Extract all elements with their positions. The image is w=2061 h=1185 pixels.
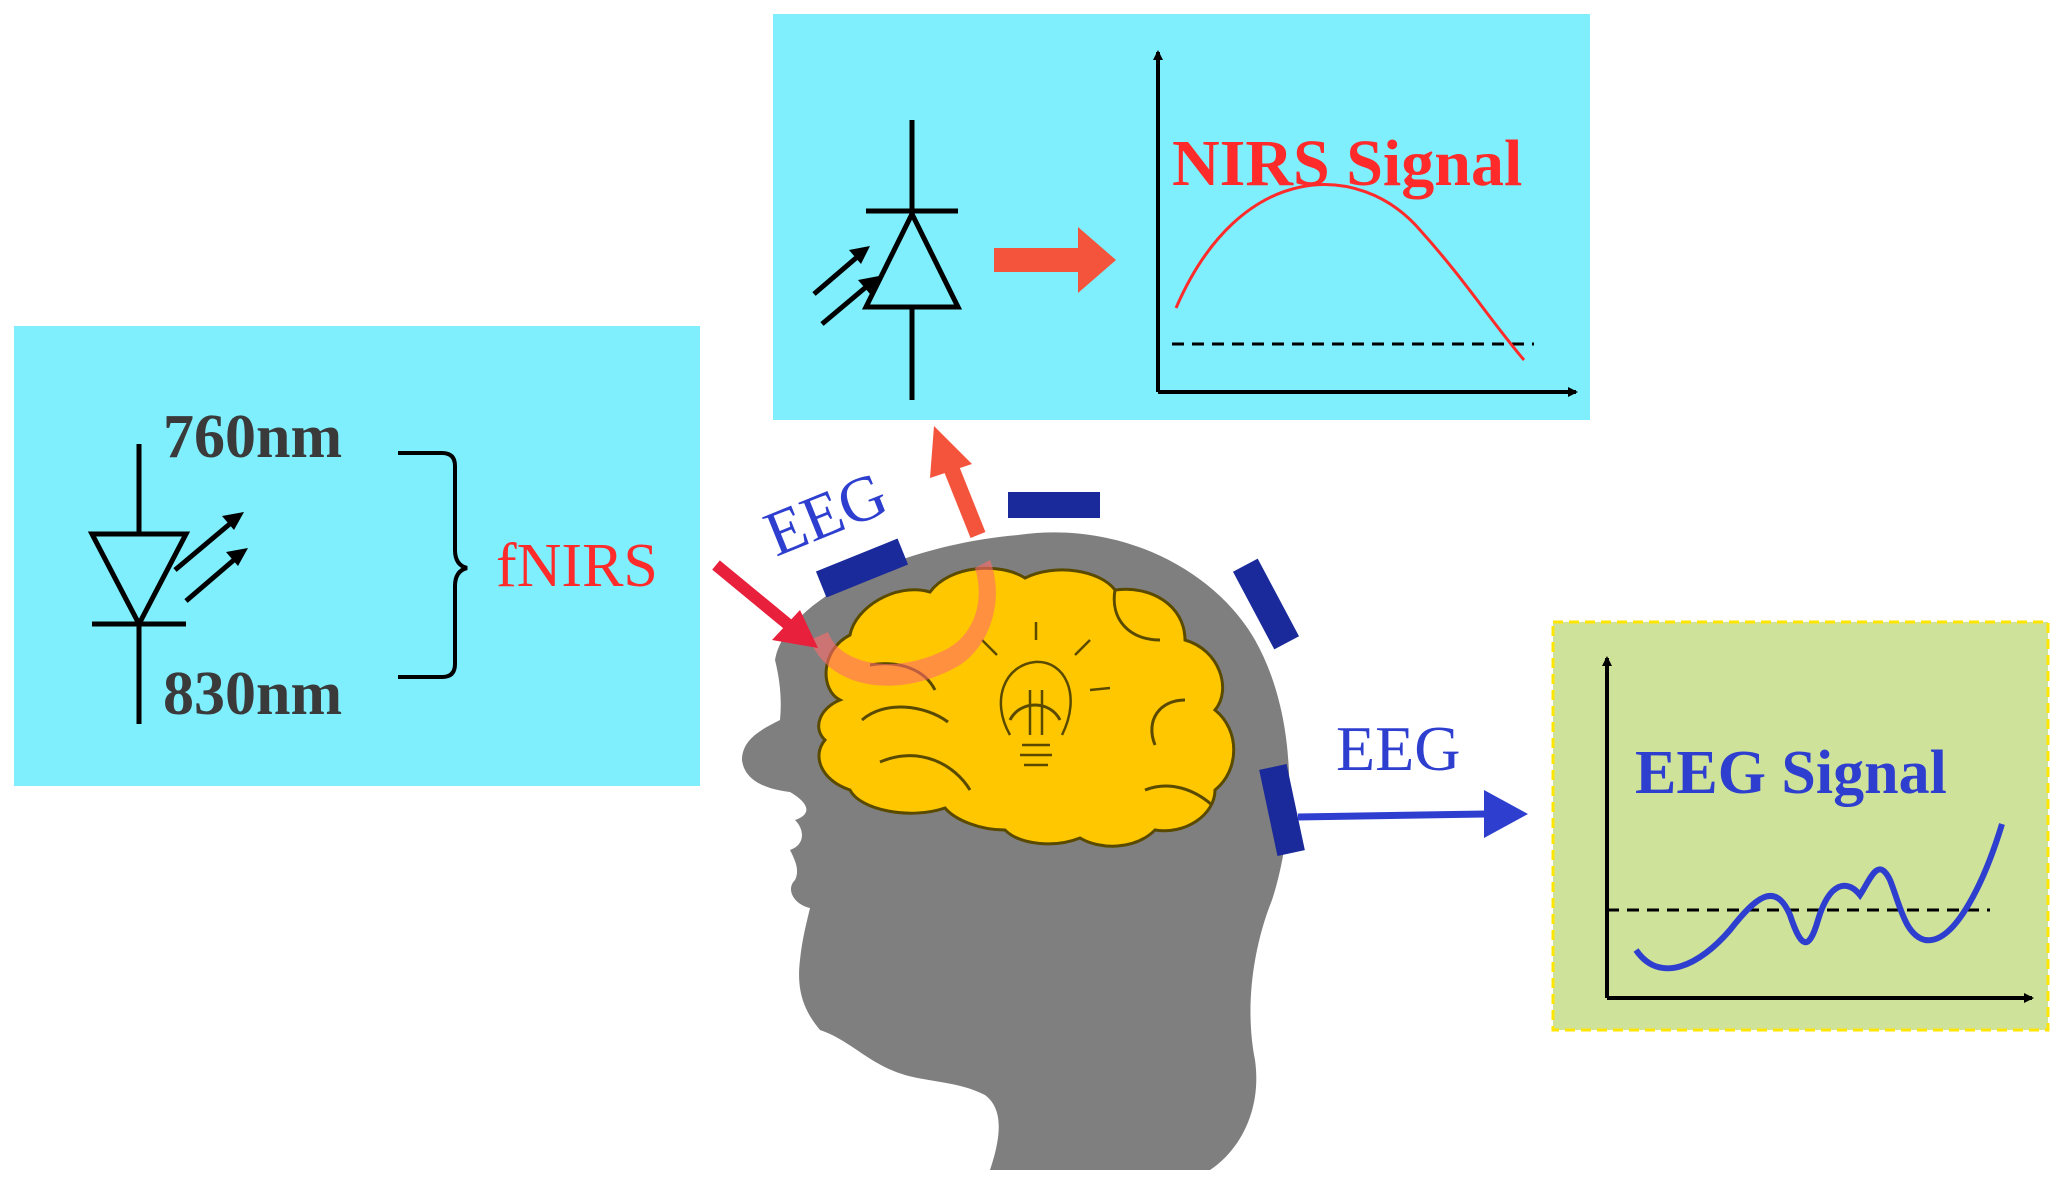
photodiode-detector-icon [812, 120, 963, 400]
curly-brace [398, 451, 468, 679]
fnirs-input-arrow [712, 560, 818, 648]
lightbulb-icon [981, 622, 1111, 767]
led-emitter-icon [87, 444, 248, 724]
detector-to-signal-arrow [994, 227, 1116, 293]
nirs-light-path [810, 560, 996, 686]
eeg-electrode [1259, 764, 1305, 856]
nirs-output-arrow [930, 426, 986, 538]
eeg-output-arrow [1297, 790, 1528, 838]
eeg-electrode [1232, 558, 1300, 650]
fnirs-label: fNIRS [496, 532, 658, 600]
brain-icon [817, 566, 1236, 848]
eeg-box-background [1551, 620, 2050, 1032]
nirs-signal-axes [1153, 50, 1578, 397]
eeg-signal-curve [1633, 823, 2005, 972]
eeg-signal-title: EEG Signal [1635, 739, 1947, 807]
eeg-box: EEG Signal [1551, 620, 2050, 1032]
nirs-signal-curve [1174, 183, 1526, 361]
emitter-box: 760nm 830nm fNIRS [14, 326, 700, 786]
detector-box-background [773, 14, 1590, 420]
eeg-electrode [815, 538, 909, 598]
eeg-electrodes [815, 492, 1305, 856]
eeg-signal-axes [1602, 656, 2034, 1003]
wavelength-830-label: 830nm [163, 660, 342, 728]
detector-box: NIRS Signal [773, 14, 1590, 420]
nirs-signal-title: NIRS Signal [1172, 127, 1522, 200]
eeg-electrode [1008, 492, 1100, 518]
eeg-label-right: EEG [1336, 713, 1460, 784]
wavelength-760-label: 760nm [163, 403, 342, 471]
